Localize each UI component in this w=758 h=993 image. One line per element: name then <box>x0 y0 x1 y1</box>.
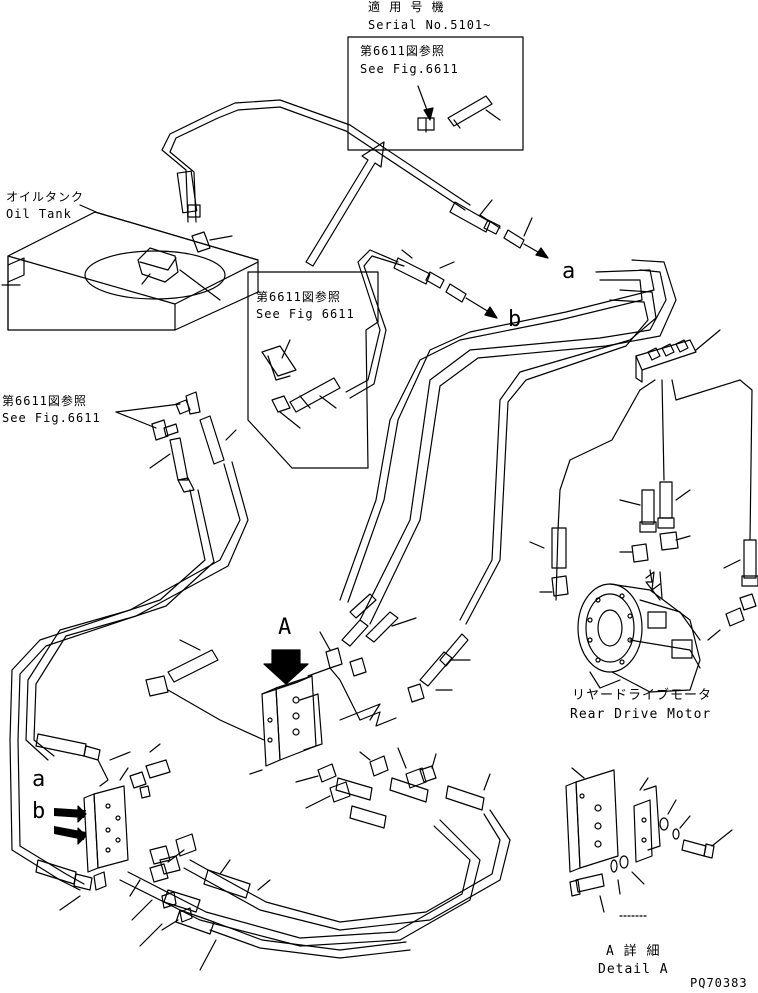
rear-motor-en-label: Rear Drive Motor <box>570 707 712 722</box>
marker-a-label: a <box>562 259 576 284</box>
left-fittings <box>35 639 265 911</box>
lower-hose-bundle <box>119 809 511 971</box>
oil-tank-jp-label: オイルタンク <box>6 190 85 204</box>
detail-A-block <box>565 767 733 917</box>
block-A-fittings <box>295 593 491 829</box>
rear-motor-jp-label: リヤードライブモータ <box>572 688 713 703</box>
ref-left-jp-label: 第6611図参照 <box>2 394 87 408</box>
rear-drive-motor <box>577 569 701 693</box>
valve-block-A <box>249 649 323 775</box>
left-ref-fittings <box>115 391 237 493</box>
block-a-label: a <box>32 767 46 792</box>
marker-A-label: A <box>278 615 292 640</box>
detail-en-label: Detail A <box>598 962 669 977</box>
mid-inset-box <box>247 271 379 469</box>
oil-tank-en-label: Oil Tank <box>6 207 72 221</box>
ref-left-en-label: See Fig.6611 <box>2 411 101 425</box>
marker-b-label: b <box>508 307 522 332</box>
oil-tank <box>1 204 259 331</box>
ref-mid-jp-label: 第6611図参照 <box>256 290 341 304</box>
lower-break-lines <box>359 571 661 727</box>
right-hose-routes <box>339 259 677 625</box>
arrow-to-serial-inset <box>305 141 385 267</box>
serial-en-label: Serial No.5101~ <box>368 18 492 32</box>
lower-left-block <box>54 785 129 873</box>
serial-inset-box <box>347 36 524 151</box>
serial-jp-label: 適 用 号 機 <box>368 0 445 14</box>
ref-top-jp-label: 第6611図参照 <box>360 44 445 58</box>
clamp-block <box>635 329 721 383</box>
ref-top-en-label: See Fig.6611 <box>360 62 459 76</box>
rear-motor-hoses <box>529 379 758 641</box>
left-hose-loops <box>9 461 249 891</box>
detail-jp-label: A 詳 細 <box>606 944 661 959</box>
drawing-code-label: PQ70383 <box>690 976 748 990</box>
hose-b <box>345 249 498 399</box>
block-b-label: b <box>32 799 46 824</box>
ref-mid-en-label: See Fig 6611 <box>256 307 355 321</box>
tank-return-hose <box>161 99 549 259</box>
